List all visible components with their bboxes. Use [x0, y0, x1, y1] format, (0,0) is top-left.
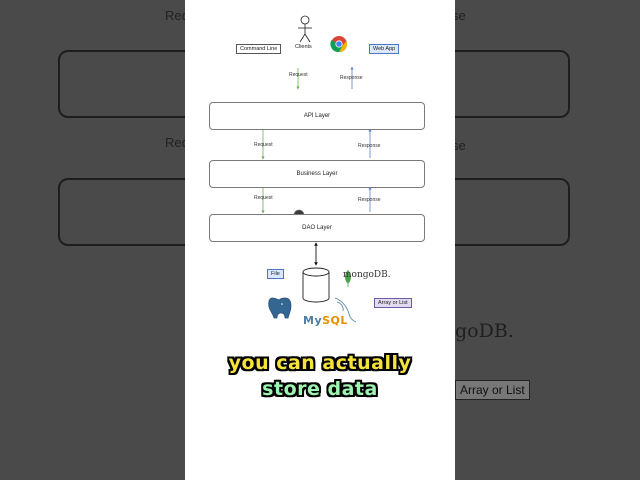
web-app-tag: Web App: [369, 44, 400, 54]
mongodb-logo: mongoDB.: [343, 270, 391, 280]
client-stick-figure: [298, 15, 312, 43]
mysql-logo-sql: SQL: [322, 314, 348, 327]
dao-layer-box: DAO Layer: [209, 214, 425, 242]
bg-array-chip: Array or List: [455, 380, 530, 400]
label-response-low: Response: [358, 197, 381, 203]
business-layer-label: Business Layer: [296, 171, 338, 177]
mongodb-logo-text: mongoDB.: [343, 270, 391, 280]
bg-text-response: se: [452, 8, 466, 23]
diagram-lines: [261, 15, 372, 323]
caption-line-2: store data: [262, 378, 378, 400]
mysql-logo-my: My: [303, 314, 323, 327]
command-line-tag: Command Line: [236, 44, 282, 54]
label-response-mid: Response: [358, 143, 381, 149]
bg-mongodb-fragment: goDB.: [455, 320, 514, 342]
label-request-top: Request: [289, 72, 308, 78]
diagram-card: Clients Command Line Web App Request Res…: [185, 0, 455, 480]
mongodb-leaf-icon: [345, 270, 351, 287]
api-layer-box: API Layer: [209, 102, 425, 130]
business-layer-box: Business Layer: [209, 160, 425, 188]
database-cylinder-icon: [302, 267, 330, 303]
api-layer-label: API Layer: [303, 113, 331, 119]
mysql-dolphin-icon: [334, 297, 357, 323]
file-tag: File: [267, 269, 284, 279]
bg-text-response-2: se: [452, 138, 466, 153]
label-response-top: Response: [340, 75, 363, 81]
mysql-logo: MySQL: [303, 314, 348, 327]
postgresql-elephant-icon: [268, 297, 292, 319]
chrome-icon: [330, 36, 348, 53]
dao-layer-label: DAO Layer: [302, 225, 332, 231]
label-request-mid: Request: [254, 142, 273, 148]
clients-label: Clients: [295, 44, 312, 50]
label-request-low: Request: [254, 195, 273, 201]
bg-text-request-2: Req: [165, 135, 189, 150]
array-or-list-tag: Array or List: [374, 298, 412, 308]
caption-line-1: you can actually: [228, 352, 412, 374]
